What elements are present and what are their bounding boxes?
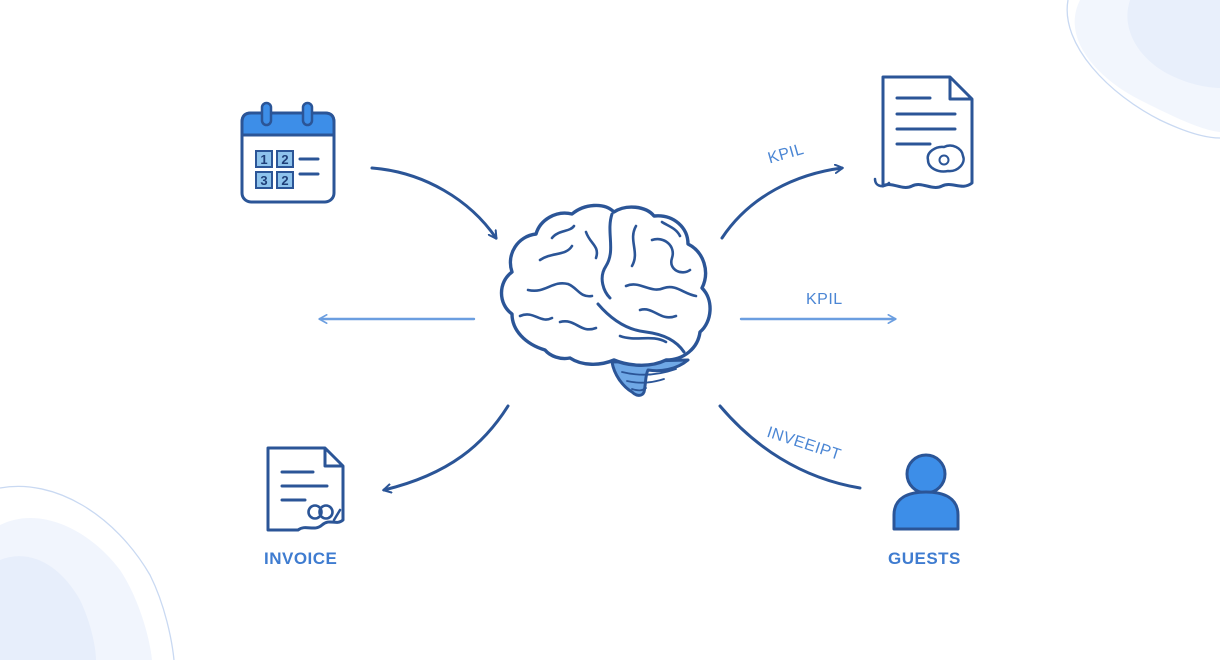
- invoice-icon: [266, 446, 345, 532]
- calendar-cell-1: 1: [260, 152, 267, 167]
- user-icon: [892, 453, 960, 531]
- edge-calendar-to-brain: [370, 166, 498, 238]
- background-shape-bottom-left: [0, 485, 175, 660]
- guests-label: GUESTS: [888, 549, 961, 568]
- edge-label-right: KPIL: [806, 291, 843, 308]
- calendar-icon: 1 2 3 2: [240, 101, 336, 204]
- edge-brain-to-document: [720, 168, 842, 240]
- calendar-cell-4: 2: [281, 173, 288, 188]
- document-seal-icon: [873, 75, 974, 189]
- calendar-cell-2: 2: [281, 152, 288, 167]
- invoice-label: INVOICE: [264, 549, 338, 568]
- edge-brain-to-invoice: [384, 404, 510, 490]
- brain-icon: [499, 203, 712, 397]
- background-shape-top-right: [1066, 0, 1220, 139]
- calendar-cell-3: 3: [260, 173, 267, 188]
- edge-brain-to-guests: [718, 404, 862, 490]
